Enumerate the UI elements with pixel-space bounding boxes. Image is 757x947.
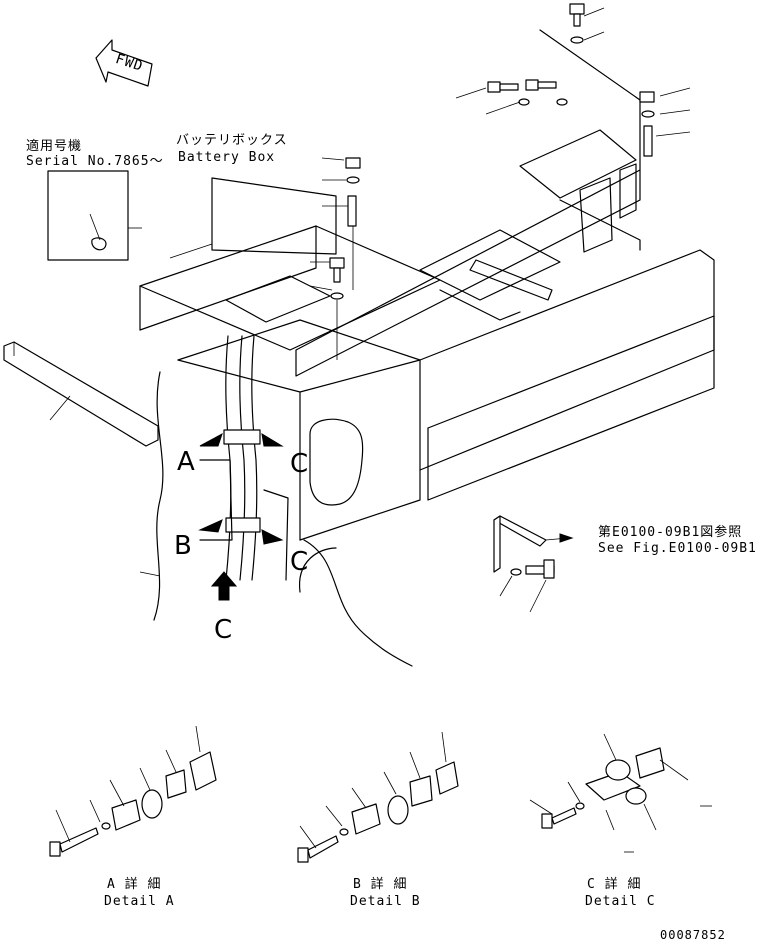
callout-b: B bbox=[174, 531, 192, 561]
battery-box-label-jp: バッテリボックス bbox=[176, 133, 288, 148]
reference-label-en: See Fig.E0100-09B1 bbox=[598, 541, 757, 556]
reference-label-jp: 第E0100-09B1図参照 bbox=[598, 525, 743, 540]
detail-c-parts bbox=[529, 733, 712, 853]
callout-arrows bbox=[198, 432, 284, 601]
callout-a: A bbox=[177, 447, 195, 477]
detail-b-label-en: Detail B bbox=[350, 894, 421, 909]
detail-c-label-jp: C 詳 細 bbox=[587, 877, 642, 892]
battery-box-body bbox=[177, 249, 715, 667]
fwd-arrow-icon bbox=[95, 39, 153, 87]
battery-box-cover bbox=[139, 177, 441, 351]
callout-c-1: C bbox=[290, 449, 309, 479]
detail-a-label-jp: A 詳 細 bbox=[107, 877, 162, 892]
leader-lines bbox=[49, 7, 691, 577]
applicable-label-jp: 適用号機 bbox=[26, 139, 83, 154]
mounting-bracket bbox=[493, 515, 574, 613]
callout-c-3: C bbox=[214, 615, 233, 645]
frame-rail-left bbox=[3, 341, 164, 621]
detail-b-parts bbox=[297, 731, 459, 863]
callout-c-2: C bbox=[290, 547, 309, 577]
detail-a-label-en: Detail A bbox=[104, 894, 175, 909]
cable-harness bbox=[199, 335, 289, 581]
serial-inset-box bbox=[47, 170, 142, 261]
detail-b-label-jp: B 詳 細 bbox=[353, 877, 408, 892]
detail-a-parts bbox=[49, 725, 217, 857]
battery-box-label-en: Battery Box bbox=[178, 150, 276, 165]
serial-label: Serial No.7865～ bbox=[26, 154, 164, 169]
detail-c-label-en: Detail C bbox=[585, 894, 656, 909]
drawing-number: 00087852 bbox=[660, 928, 726, 942]
